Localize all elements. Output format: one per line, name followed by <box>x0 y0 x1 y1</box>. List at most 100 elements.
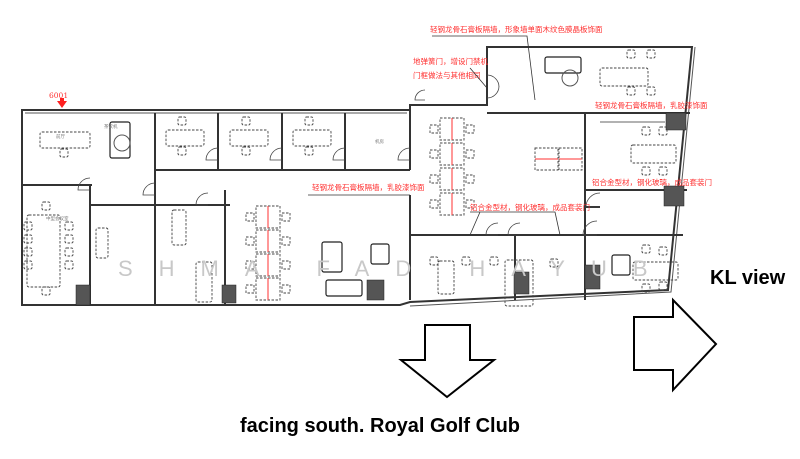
chair <box>64 247 74 257</box>
room-label-meeting: 中型会议室 <box>46 215 69 222</box>
note-aluminum-glass-2: 铝合金型材，钢化玻璃，成品套装门 <box>592 177 712 187</box>
desk <box>165 129 205 147</box>
chair <box>641 283 651 293</box>
desk <box>229 129 269 147</box>
chair <box>429 124 439 134</box>
chair <box>429 174 439 184</box>
chair <box>245 212 255 222</box>
chair <box>641 126 651 136</box>
chair <box>429 149 439 159</box>
chair <box>658 126 668 136</box>
chair <box>304 116 314 126</box>
chair <box>658 246 668 256</box>
chair <box>177 146 187 156</box>
desk <box>437 260 455 295</box>
columns <box>75 112 687 306</box>
door-swing <box>397 147 411 161</box>
door-swing <box>195 192 209 206</box>
round-table <box>113 134 131 152</box>
note-partition-latex-1: 轻钢龙骨石膏板隔墙，乳胶漆饰面 <box>312 182 425 192</box>
door-swing <box>332 147 346 161</box>
chair <box>658 166 668 176</box>
room-label-pantry: 茶饮机 <box>104 123 118 130</box>
desk <box>171 209 187 246</box>
double-door-swing <box>486 74 500 99</box>
chair <box>461 256 471 266</box>
chair <box>281 260 291 270</box>
chair <box>429 199 439 209</box>
room-label-server: 机房 <box>375 138 384 145</box>
chair <box>658 281 668 291</box>
marker-arrow-icon <box>57 101 67 108</box>
desk <box>292 129 332 147</box>
chair <box>41 201 51 211</box>
watermark: SHMA FAD HAYUB <box>118 256 674 281</box>
chair <box>245 284 255 294</box>
desk <box>195 261 213 303</box>
chair <box>245 260 255 270</box>
chair <box>465 149 475 159</box>
chair <box>177 116 187 126</box>
sofa <box>325 279 363 297</box>
door-swing <box>205 147 219 161</box>
south-arrow-icon <box>398 324 497 399</box>
note-floor-spring-door: 地弹簧门，增设门禁机 <box>413 56 488 66</box>
annotations: 轻钢龙骨石膏板隔墙，形象墙单面木纹色膜晶板饰面 地弹簧门，增设门禁机 门框做法与… <box>308 24 712 236</box>
chair <box>23 221 33 231</box>
door-swing <box>485 222 499 236</box>
desk <box>504 259 534 307</box>
chair <box>41 286 51 296</box>
note-partition-feature-wall: 轻钢龙骨石膏板隔墙，形象墙单面木纹色膜晶板饰面 <box>430 24 603 34</box>
chair <box>64 234 74 244</box>
chair <box>641 166 651 176</box>
unit-marker-label: 6001 <box>49 91 68 100</box>
chair <box>281 284 291 294</box>
chair <box>241 116 251 126</box>
desk <box>630 144 677 164</box>
chair <box>549 258 559 268</box>
door-swing <box>269 147 283 161</box>
chair <box>465 199 475 209</box>
sofa <box>370 243 390 265</box>
room-label-reception: 前厅 <box>56 133 65 140</box>
chair <box>429 256 439 266</box>
kl-view-label: KL view <box>710 267 786 289</box>
chair <box>241 146 251 156</box>
kl-view-arrow-icon <box>633 297 718 393</box>
chair <box>23 247 33 257</box>
unit-marker: 6001 <box>49 91 68 108</box>
chair <box>646 49 656 59</box>
door-swing <box>582 220 598 236</box>
chair <box>489 256 499 266</box>
note-door-frame: 门框做法与其他相同 <box>413 70 481 80</box>
sofa <box>611 254 631 276</box>
chair <box>281 212 291 222</box>
sofa <box>109 121 131 159</box>
note-partition-latex-2: 轻钢龙骨石膏板隔墙，乳胶漆饰面 <box>595 100 708 110</box>
doors <box>77 74 601 236</box>
door-swing <box>77 177 91 191</box>
desk <box>39 131 91 149</box>
chair <box>304 146 314 156</box>
chair <box>64 260 74 270</box>
chair <box>465 124 475 134</box>
chair <box>646 86 656 96</box>
desk <box>632 261 679 281</box>
door-swing <box>585 192 601 208</box>
chair <box>626 49 636 59</box>
chair <box>59 148 69 158</box>
sofa <box>544 56 582 74</box>
note-aluminum-glass-1: 铝合金型材，钢化玻璃，成品套装门 <box>470 202 590 212</box>
door-swing <box>142 182 156 196</box>
desk <box>599 67 649 87</box>
chair <box>23 260 33 270</box>
chair <box>245 236 255 246</box>
sofa <box>321 241 343 273</box>
door-swing <box>507 222 521 236</box>
chair <box>23 234 33 244</box>
chair <box>281 236 291 246</box>
chair <box>626 86 636 96</box>
desk <box>95 227 109 259</box>
facing-south-label: facing south. Royal Golf Club <box>240 415 520 437</box>
